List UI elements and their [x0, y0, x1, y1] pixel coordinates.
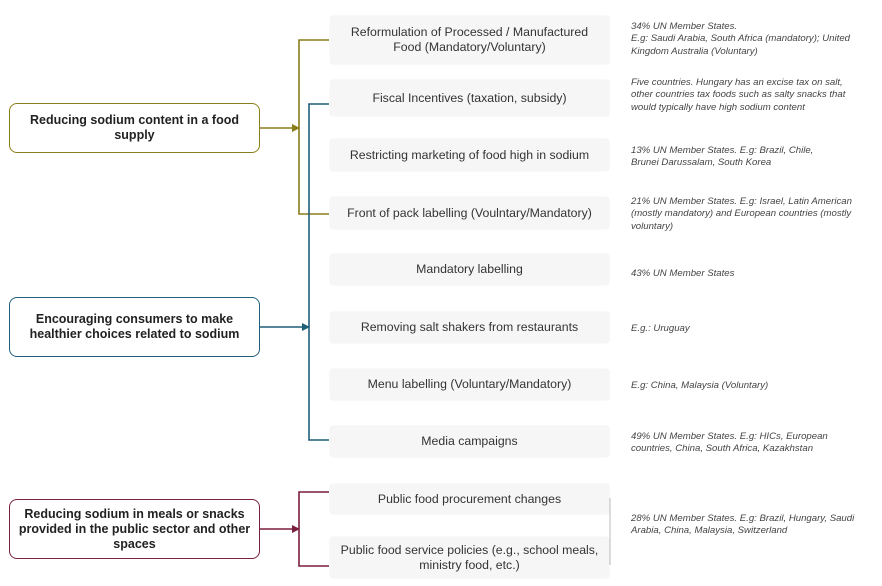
note-fiscal-incentives: Five countries. Hungary has an excise ta…: [631, 77, 846, 113]
policy-public-procurement: Public food procurement changes: [330, 484, 609, 514]
goal-label: Encouraging consumers to make healthier …: [29, 312, 240, 341]
connector-goal-3: [260, 491, 329, 567]
note-mandatory-labelling: 43% UN Member States: [631, 268, 735, 279]
note-public-sector: 28% UN Member States. E.g: Brazil, Hunga…: [631, 513, 855, 537]
policy-label: Media campaigns: [421, 434, 518, 448]
goal-label: Reducing sodium in meals or snacks provi…: [18, 506, 251, 551]
note-menu-labelling: E.g: China, Malaysia (Voluntary): [631, 380, 769, 391]
policy-fiscal-incentives: Fiscal Incentives (taxation, subsidy): [330, 80, 609, 116]
note-salt-shakers: E.g.: Uruguay: [631, 323, 690, 334]
policy-media-campaigns: Media campaigns: [330, 426, 609, 457]
policy-label: Removing salt shakers from restaurants: [360, 320, 579, 334]
goal-public-sector-meals: Reducing sodium in meals or snacks provi…: [9, 499, 260, 559]
policy-public-food-service: Public food service policies (e.g., scho…: [330, 537, 609, 578]
note-restricting-marketing: 13% UN Member States. E.g: Brazil, Chile…: [631, 145, 814, 169]
note-reformulation: 34% UN Member States. E.g: Saudi Arabia,…: [631, 21, 850, 57]
policy-reformulation: Reformulation of Processed / Manufacture…: [330, 16, 609, 64]
connector-goal-2: [260, 103, 329, 441]
policy-restricting-marketing: Restricting marketing of food high in so…: [330, 139, 609, 171]
goal-label: Reducing sodium content in a food supply: [29, 113, 240, 142]
policy-label: Fiscal Incentives (taxation, subsidy): [372, 90, 567, 105]
policy-mandatory-labelling: Mandatory labelling: [330, 254, 609, 285]
policy-label: Restricting marketing of food high in so…: [349, 147, 590, 162]
policy-label: Menu labelling (Voluntary/Mandatory): [367, 377, 572, 391]
policy-label: Reformulation of Processed / Manufacture…: [350, 25, 589, 54]
note-front-of-pack: 21% UN Member States. E.g: Israel, Latin…: [631, 196, 852, 232]
policy-front-of-pack: Front of pack labelling (Voulntary/Manda…: [330, 197, 609, 229]
policy-label: Front of pack labelling (Voulntary/Manda…: [347, 205, 592, 220]
note-media-campaigns: 49% UN Member States. E.g: HICs, Europea…: [631, 431, 828, 455]
connector-goal-1: [260, 39, 329, 215]
policy-salt-shakers: Removing salt shakers from restaurants: [330, 312, 609, 343]
goal-consumer-choices: Encouraging consumers to make healthier …: [9, 297, 260, 357]
policy-menu-labelling: Menu labelling (Voluntary/Mandatory): [330, 369, 609, 400]
policy-label: Public food procurement changes: [377, 491, 562, 506]
goal-reduce-food-supply: Reducing sodium content in a food supply: [9, 103, 260, 153]
policy-label: Public food service policies (e.g., scho…: [340, 542, 599, 572]
policy-label: Mandatory labelling: [416, 262, 523, 276]
